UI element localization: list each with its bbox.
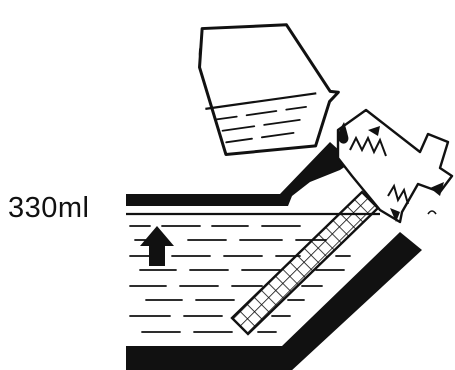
up-arrow-icon [140,226,174,266]
measuring-jug-icon [194,11,345,160]
